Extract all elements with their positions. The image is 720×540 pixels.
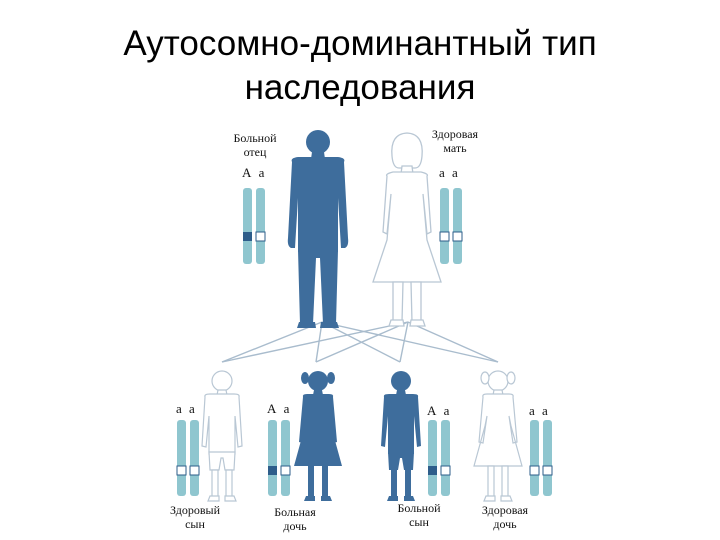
affected-daughter-figure xyxy=(294,371,342,501)
father-genotype: А а xyxy=(242,165,267,180)
healthy-son-label-line2: сын xyxy=(185,517,205,531)
title-line-2: наследования xyxy=(244,68,476,107)
mother-label-line1: Здоровая xyxy=(431,127,479,141)
affected-son-figure xyxy=(381,371,421,501)
healthy-daughter-label-line2: дочь xyxy=(493,517,517,531)
healthy-daughter-label-line1: Здоровая xyxy=(481,503,529,517)
healthy-daughter-label: Здоровая дочь xyxy=(460,503,550,531)
mother-genotype: а а xyxy=(439,165,460,180)
father-chromosomes xyxy=(243,188,266,264)
healthy-son-label: Здоровый сын xyxy=(150,503,240,531)
affected-daughter-label-line2: дочь xyxy=(283,519,307,533)
healthy-son-label-line1: Здоровый xyxy=(170,503,220,517)
mother-figure xyxy=(372,132,442,327)
slide-title: Аутосомно-доминантный тип наследования xyxy=(0,22,720,110)
healthy-son-chromosomes xyxy=(176,420,200,496)
affected-daughter-genotype: А а xyxy=(267,401,292,416)
mother-chromosomes xyxy=(439,188,463,264)
title-line-1: Аутосомно-доминантный тип xyxy=(123,24,597,63)
affected-son-label-line2: сын xyxy=(409,515,429,529)
affected-daughter-label: Больная дочь xyxy=(250,505,340,533)
affected-daughter-label-line1: Больная xyxy=(274,505,316,519)
healthy-daughter-chromosomes xyxy=(529,420,553,496)
inheritance-lines xyxy=(221,321,499,363)
father-label-line1: Больной xyxy=(233,131,277,145)
affected-daughter-chromosomes xyxy=(268,420,291,496)
healthy-son-genotype: а а xyxy=(176,401,197,416)
mother-label: Здоровая мать xyxy=(410,127,500,155)
healthy-daughter-genotype: а а xyxy=(529,403,550,418)
father-label-line2: отец xyxy=(243,145,267,159)
affected-son-chromosomes xyxy=(428,420,451,496)
affected-son-label-line1: Больной xyxy=(397,501,441,515)
affected-son-label: Больной сын xyxy=(374,501,464,529)
father-label: Больной отец xyxy=(210,131,300,159)
father-figure xyxy=(287,130,349,328)
healthy-son-figure xyxy=(201,370,243,502)
healthy-daughter-figure xyxy=(473,370,523,502)
affected-son-genotype: А а xyxy=(427,403,452,418)
mother-label-line2: мать xyxy=(443,141,467,155)
